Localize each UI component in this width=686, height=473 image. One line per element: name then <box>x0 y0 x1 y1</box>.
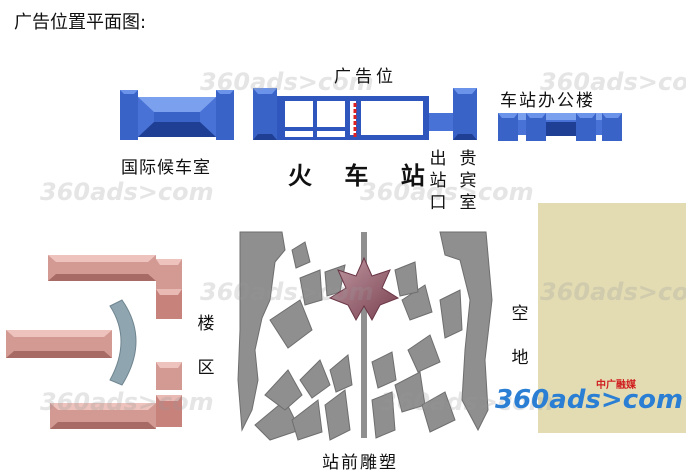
vip-room-label: 贵 宾 室 <box>458 148 478 214</box>
waiting-room-label: 国际候车室 <box>121 158 211 178</box>
waiting-room-building <box>120 90 234 140</box>
train-station-building <box>253 88 477 140</box>
exit-char-3: 口 <box>429 193 447 213</box>
vacant-char-2: 地 <box>511 348 529 368</box>
station-plaza <box>237 231 493 441</box>
station-office-building <box>498 113 622 141</box>
svg-text:中广融媒: 中广融媒 <box>596 378 637 391</box>
building-area-label: 楼 区 <box>196 302 216 390</box>
svg-text:360ads>com: 360ads>com <box>540 278 686 306</box>
exit-char-1: 出 <box>429 149 447 169</box>
svg-text:360ads>com: 360ads>com <box>495 385 683 415</box>
svg-text:360ads>com: 360ads>com <box>360 178 534 206</box>
brand-logo: 360ads>com 中广融媒 <box>495 378 683 415</box>
exit-label: 出 站 口 <box>428 148 448 214</box>
svg-text:360ads>com: 360ads>com <box>40 388 214 416</box>
station-office-label: 车站办公楼 <box>500 91 595 111</box>
watermark-group: 360ads>com 360ads>com 360ads>com 360ads>… <box>40 68 686 416</box>
ad-position-label: 广告位 <box>334 67 397 87</box>
building-char-2: 区 <box>197 358 215 378</box>
vip-char-1: 贵 <box>459 149 477 169</box>
vacant-land-area <box>538 203 686 433</box>
svg-text:360ads>com: 360ads>com <box>200 278 374 306</box>
residential-buildings <box>6 255 182 429</box>
sculpture <box>328 256 400 322</box>
svg-text:360ads>com: 360ads>com <box>200 68 374 96</box>
curved-canopy <box>109 299 137 386</box>
svg-text:360ads>com: 360ads>com <box>40 178 214 206</box>
building-char-1: 楼 <box>197 314 215 334</box>
svg-text:360ads>com: 360ads>com <box>380 388 554 416</box>
vacant-char-1: 空 <box>511 304 529 324</box>
svg-text:360ads>com: 360ads>com <box>540 68 686 96</box>
vacant-land-label: 空 地 <box>510 292 530 380</box>
train-station-label: 火 车 站 <box>288 162 437 190</box>
page-title: 广告位置平面图: <box>14 12 147 33</box>
vip-char-2: 宾 <box>459 171 477 191</box>
sculpture-label: 站前雕塑 <box>322 453 398 473</box>
exit-char-2: 站 <box>429 171 447 191</box>
vip-char-3: 室 <box>459 193 477 213</box>
